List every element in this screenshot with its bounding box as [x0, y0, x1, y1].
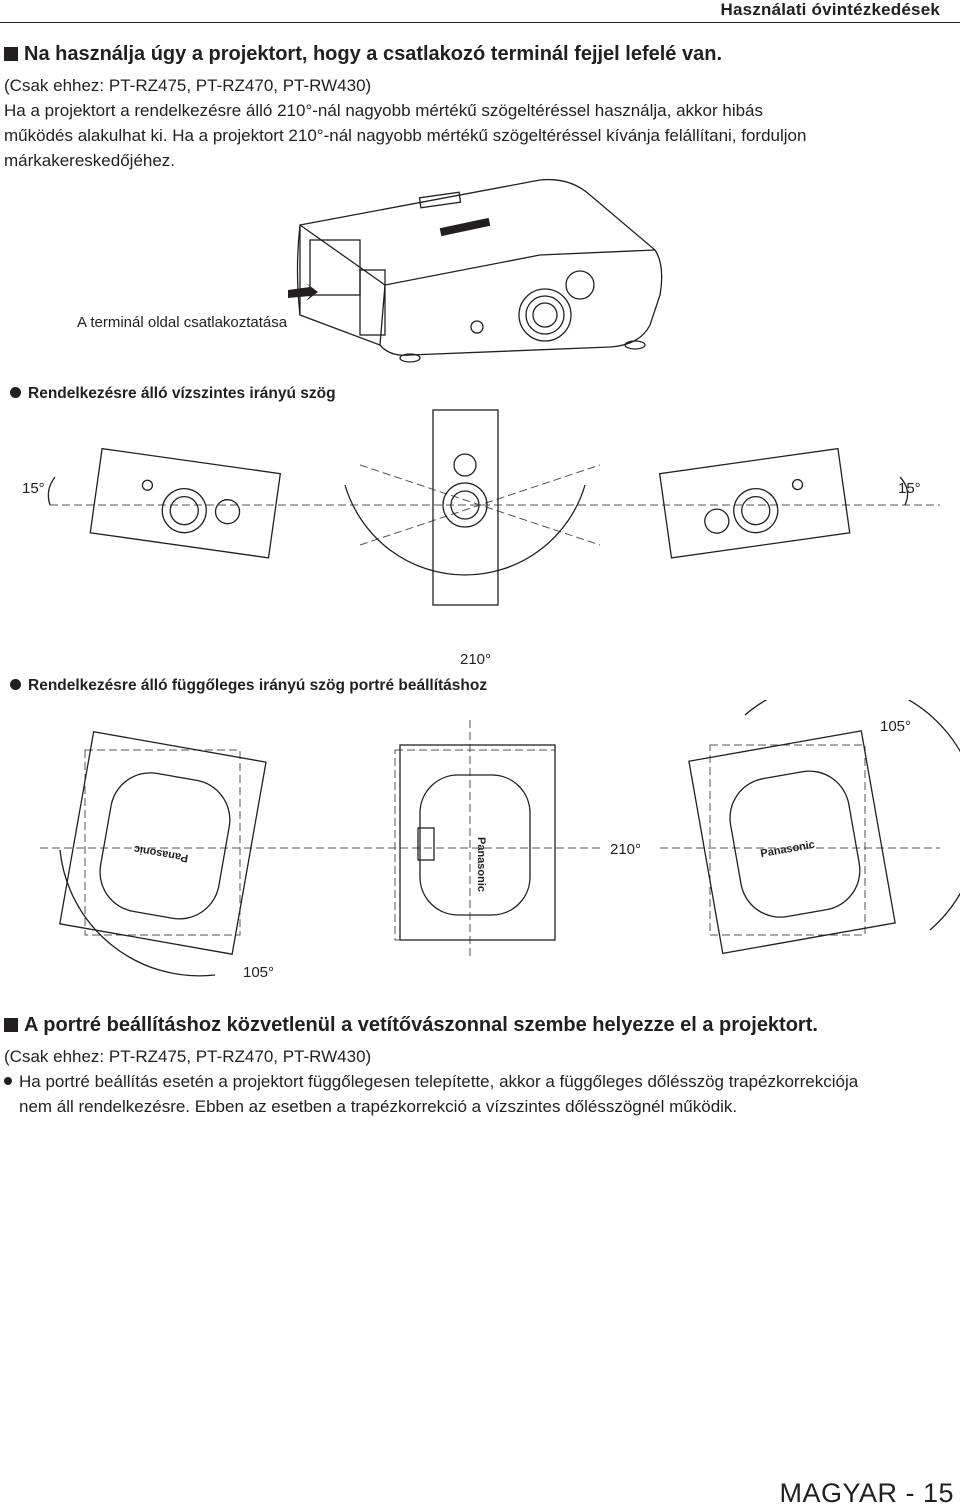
vertical-right-angle: 210°	[610, 841, 641, 858]
section1-line-3: márkakereskedőjéhez.	[4, 151, 176, 170]
page-footer: MAGYAR - 15	[779, 1478, 954, 1508]
brand-mark-left: Panasonic	[133, 843, 189, 864]
round-bullet-icon	[4, 1077, 12, 1085]
section1-models-note: (Csak ehhez: PT-RZ475, PT-RZ470, PT-RW43…	[4, 76, 372, 95]
horizontal-angle-heading-text: Rendelkezésre álló vízszintes irányú szö…	[28, 385, 336, 402]
section2-bullet: Ha portré beállítás esetén a projektort …	[4, 1070, 858, 1094]
square-bullet-icon	[4, 47, 18, 61]
brand-mark-right: Panasonic	[760, 839, 816, 860]
horizontal-angle-heading: Rendelkezésre álló vízszintes irányú szö…	[10, 385, 336, 403]
vertical-bottom-angle: 105°	[243, 964, 274, 981]
vertical-angle-heading: Rendelkezésre álló függőleges irányú szö…	[10, 677, 487, 695]
section2-bullet-line-1: Ha portré beállítás esetén a projektort …	[19, 1072, 859, 1091]
vertical-top-angle: 105°	[880, 718, 911, 735]
round-bullet-icon	[10, 679, 21, 690]
horizontal-total-angle: 210°	[460, 651, 491, 668]
header-rule	[0, 22, 960, 23]
horizontal-angle-diagram: 15° 15° 210°	[22, 409, 940, 668]
section2-heading: A portré beállításhoz közvetlenül a vetí…	[4, 1014, 818, 1037]
brand-mark-center: Panasonic	[475, 837, 487, 892]
running-header: Használati óvintézkedések	[720, 0, 940, 19]
vertical-angle-diagram: Panasonic Panasonic Panasonic 105° 210° …	[40, 700, 960, 981]
square-bullet-icon	[4, 1018, 18, 1032]
projector-perspective-figure	[288, 178, 663, 363]
terminal-side-label: A terminál oldal csatlakoztatása	[77, 314, 288, 331]
section2-models-note: (Csak ehhez: PT-RZ475, PT-RZ470, PT-RW43…	[4, 1047, 372, 1066]
horizontal-left-angle: 15°	[22, 480, 45, 497]
round-bullet-icon	[10, 387, 21, 398]
vertical-angle-heading-text: Rendelkezésre álló függőleges irányú szö…	[28, 677, 488, 694]
section2-bullet-line-2: nem áll rendelkezésre. Ebben az esetben …	[19, 1097, 738, 1116]
section1-heading: Na használja úgy a projektort, hogy a cs…	[4, 43, 722, 66]
horizontal-right-angle: 15°	[898, 480, 921, 497]
section1-line-2: működés alakulhat ki. Ha a projektort 21…	[4, 126, 807, 145]
section1-heading-text: Na használja úgy a projektort, hogy a cs…	[24, 43, 723, 65]
section1-line-1: Ha a projektort a rendelkezésre álló 210…	[4, 101, 763, 120]
section2-heading-text: A portré beállításhoz közvetlenül a vetí…	[24, 1014, 818, 1036]
